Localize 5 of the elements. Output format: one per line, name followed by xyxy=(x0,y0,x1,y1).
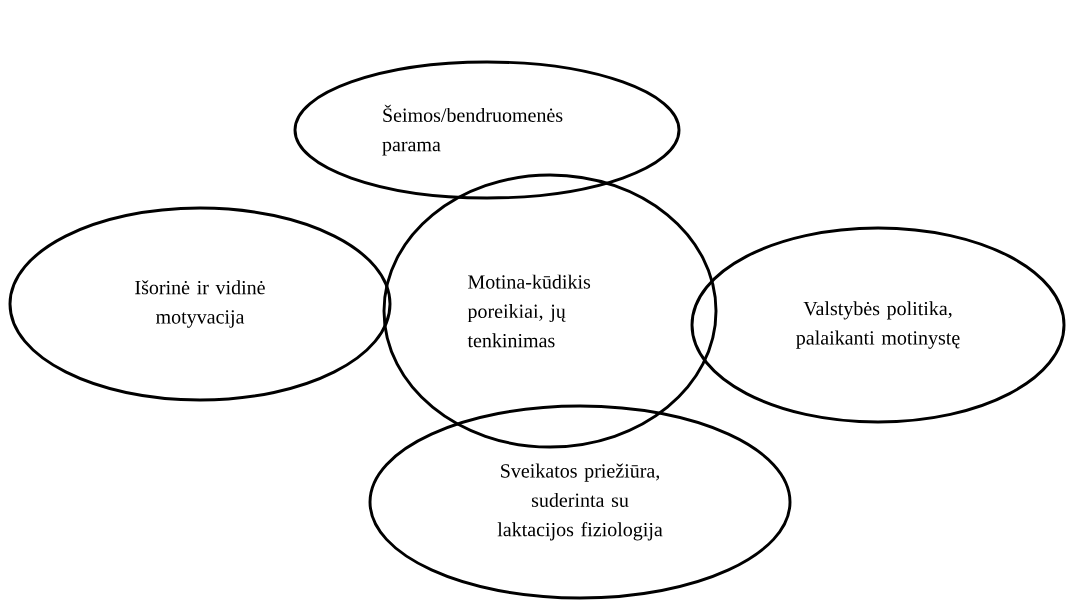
ellipse-node: Motina-kūdikis poreikiai, jų tenkinimas xyxy=(382,173,718,449)
ellipse-node: Išorinė ir vidinė motyvacija xyxy=(8,206,392,402)
ellipse-node: Šeimos/bendruomenės parama xyxy=(293,60,681,200)
ellipse-node: Sveikatos priežiūra, suderinta su laktacijos fiziologija xyxy=(368,404,792,600)
ellipse-node: Valstybės politika, palaikanti motinystę xyxy=(690,226,1066,424)
